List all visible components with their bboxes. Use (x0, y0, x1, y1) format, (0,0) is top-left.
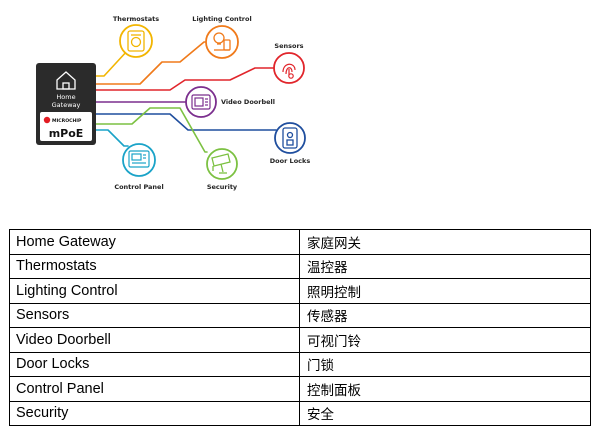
table-row: Security 安全 (9, 400, 591, 426)
security-camera-icon (211, 153, 231, 174)
label-security: Security (207, 183, 238, 191)
term-en: Security (9, 400, 300, 426)
table-row: Door Locks 门锁 (9, 351, 591, 377)
fingerprint-sensor-icon (282, 63, 296, 79)
smart-home-diagram: Home Gateway MICROCHIP mPoE Thermostats … (36, 15, 311, 191)
table-row: Thermostats 温控器 (9, 253, 591, 279)
node-door-locks: Door Locks (270, 122, 311, 165)
table-row: Control Panel 控制面板 (9, 376, 591, 402)
link-lighting-control (94, 41, 211, 85)
label-lighting-control: Lighting Control (192, 15, 251, 23)
link-security (94, 107, 208, 153)
home-gateway-hub: Home Gateway MICROCHIP mPoE (36, 63, 96, 145)
node-video-doorbell: Video Doorbell (185, 86, 275, 118)
label-door-locks: Door Locks (270, 157, 311, 165)
link-sensors (94, 67, 276, 91)
term-en: Door Locks (9, 351, 300, 377)
node-control-panel: Control Panel (114, 143, 164, 191)
hub-title-line2: Gateway (52, 101, 81, 109)
term-en: Sensors (9, 302, 300, 328)
thermostat-icon (127, 30, 145, 52)
brand-small: MICROCHIP (52, 118, 82, 124)
term-en: Video Doorbell (9, 327, 300, 353)
table-row: Video Doorbell 可视门铃 (9, 327, 591, 353)
term-en: Control Panel (9, 376, 300, 402)
hub-title-line1: Home (56, 93, 75, 101)
translation-table: Home Gateway 家庭网关 Thermostats 温控器 Lighti… (9, 229, 591, 426)
node-sensors: Sensors (273, 42, 305, 84)
term-en: Thermostats (9, 253, 300, 279)
term-zh: 门锁 (299, 351, 591, 377)
label-video-doorbell: Video Doorbell (221, 98, 275, 106)
term-zh: 可视门铃 (299, 327, 591, 353)
microchip-logo: MICROCHIP (43, 116, 82, 124)
lighting-control-icon (213, 32, 231, 51)
table-row: Sensors 传感器 (9, 302, 591, 328)
node-thermostats: Thermostats (113, 15, 159, 58)
term-zh: 安全 (299, 400, 591, 426)
brand-large: mPoE (49, 127, 84, 140)
table-row: Home Gateway 家庭网关 (9, 229, 591, 255)
door-lock-icon (282, 127, 298, 149)
term-zh: 温控器 (299, 253, 591, 279)
link-control-panel (94, 129, 129, 147)
node-security: Security (206, 148, 238, 191)
video-doorbell-icon (191, 94, 211, 110)
label-control-panel: Control Panel (114, 183, 163, 191)
term-zh: 传感器 (299, 302, 591, 328)
term-en: Home Gateway (9, 229, 300, 255)
node-lighting-control: Lighting Control (192, 15, 252, 59)
term-en: Lighting Control (9, 278, 300, 304)
table-row: Lighting Control 照明控制 (9, 278, 591, 304)
label-sensors: Sensors (274, 42, 303, 50)
house-icon (56, 71, 76, 90)
control-panel-icon (128, 150, 150, 168)
link-door-locks (94, 113, 277, 131)
label-thermostats: Thermostats (113, 15, 159, 23)
term-zh: 照明控制 (299, 278, 591, 304)
term-zh: 家庭网关 (299, 229, 591, 255)
term-zh: 控制面板 (299, 376, 591, 402)
